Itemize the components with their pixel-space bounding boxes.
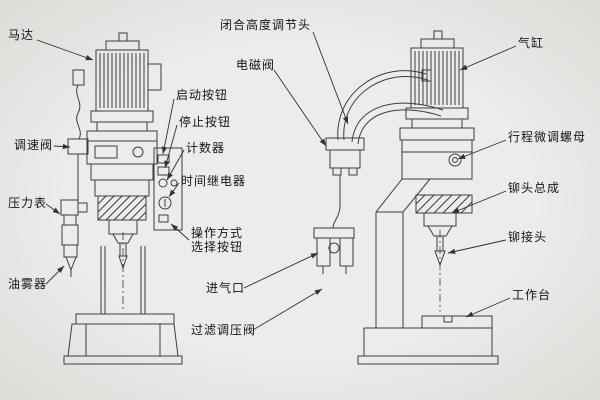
label-time-relay: 时间继电器 xyxy=(181,174,247,188)
base-side xyxy=(357,315,499,365)
label-motor: 马达 xyxy=(8,28,35,42)
label-air-cylinder: 气缸 xyxy=(518,36,545,50)
label-oil-mister: 油雾器 xyxy=(8,277,48,291)
leader-lines xyxy=(36,31,517,331)
base-front xyxy=(63,313,183,365)
right-machine-side-view xyxy=(313,30,499,365)
label-operation-mode-line2: 选择按钮 xyxy=(191,240,244,254)
label-solenoid-valve: 电磁阀 xyxy=(236,58,276,72)
label-start-button: 启动按钮 xyxy=(176,88,229,102)
air-hoses xyxy=(337,69,444,145)
label-speed-valve: 调速阀 xyxy=(14,138,54,152)
speed-valve-hose xyxy=(67,69,89,200)
label-counter: 计数器 xyxy=(186,141,226,155)
label-stroke-fine-adjust-nut: 行程微调螺母 xyxy=(508,130,587,144)
label-air-inlet: 进气口 xyxy=(206,281,246,295)
label-operation-mode-line1: 操作方式 xyxy=(191,226,244,240)
label-operation-mode: 操作方式 选择按钮 xyxy=(191,226,243,254)
left-machine-front-view xyxy=(60,32,183,365)
label-filter-regulator: 过滤调压阀 xyxy=(191,323,257,337)
label-stop-button: 停止按钮 xyxy=(179,115,232,129)
filter-regulator-part xyxy=(313,227,355,274)
label-rivet-joint: 铆接头 xyxy=(508,230,548,244)
motor-front xyxy=(90,32,162,132)
label-worktable: 工作台 xyxy=(512,288,552,302)
label-closing-height-adjuster: 闭合高度调节头 xyxy=(220,18,312,32)
motor-side xyxy=(405,30,469,129)
label-rivet-head-assembly: 铆头总成 xyxy=(508,181,561,195)
head-assembly-side xyxy=(399,127,475,267)
solenoid-valve-part xyxy=(325,137,365,229)
label-pressure-gauge: 压力表 xyxy=(8,196,48,210)
column-side xyxy=(375,178,431,328)
gauge-mister-stack xyxy=(60,199,88,277)
control-panel xyxy=(153,147,183,231)
head-assembly-front xyxy=(86,130,158,314)
